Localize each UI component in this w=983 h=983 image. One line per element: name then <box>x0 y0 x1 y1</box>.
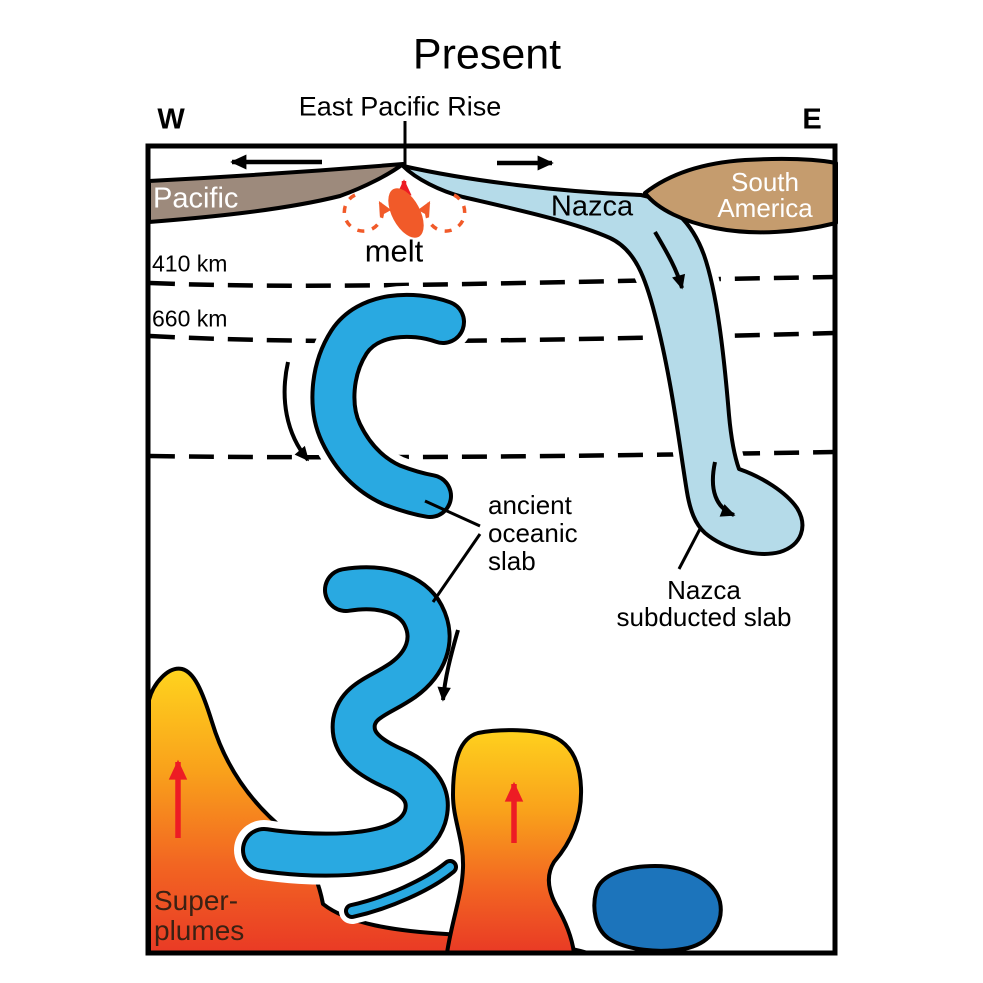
compass-west-label: W <box>157 103 185 136</box>
section-box-border <box>145 143 838 956</box>
ancient-slab-label-line3: slab <box>488 546 536 576</box>
melt-body <box>388 188 424 238</box>
nazca-plate-label: Nazca <box>550 190 634 223</box>
pacific-plate-label: Pacific <box>153 182 239 215</box>
slab-bulb-arrow <box>710 461 736 517</box>
nazca-plate-group <box>395 158 811 562</box>
ancient-slab-label-line2: oceanic <box>488 518 578 548</box>
superplumes-label-line2: plumes <box>154 915 245 946</box>
ancient-slab-pointer-upper <box>424 499 481 528</box>
slab-descent-arrow <box>653 230 686 290</box>
melt-group <box>342 179 467 238</box>
slab-descent-mid-arrow <box>437 629 460 702</box>
south-america-label-line2: America <box>717 193 813 223</box>
pacific-plate-shape <box>147 162 405 224</box>
upper-s-core <box>314 296 462 515</box>
sliver-core <box>348 863 454 915</box>
slab-sinking-curved-arrow <box>282 361 310 462</box>
diagram-title: Present <box>412 30 562 79</box>
depth-410km-label: 410 km <box>152 250 228 277</box>
ancient-slab-upper-s <box>303 285 473 526</box>
superplumes-label-line1: Super- <box>154 885 239 916</box>
snake-core <box>245 569 448 874</box>
ancient-slab-sliver <box>339 854 463 924</box>
ancient-slab-pointer-lower <box>431 533 482 603</box>
nazca-subducted-label-line1: Nazca <box>667 575 741 605</box>
deep-mantle-boundary-line <box>149 449 835 460</box>
nazca-slab-shape <box>401 164 805 556</box>
east-pacific-rise-label: East Pacific Rise <box>298 91 502 122</box>
ancient-slab-lower-snake <box>234 558 459 885</box>
melt-convection-left-arrow <box>342 193 392 233</box>
depth-660km-label: 660 km <box>152 305 228 332</box>
melt-convection-right-arrow <box>417 193 467 233</box>
compass-east-label: E <box>802 103 822 136</box>
melt-label: melt <box>364 233 424 269</box>
deep-slab-pile-blob <box>592 864 723 953</box>
subducted-slab-pointer <box>677 526 703 570</box>
south-america-label-line1: South <box>731 167 799 197</box>
ancient-slab-label-line1: ancient <box>488 490 572 520</box>
nazca-subducted-label-line2: subducted slab <box>616 602 792 632</box>
